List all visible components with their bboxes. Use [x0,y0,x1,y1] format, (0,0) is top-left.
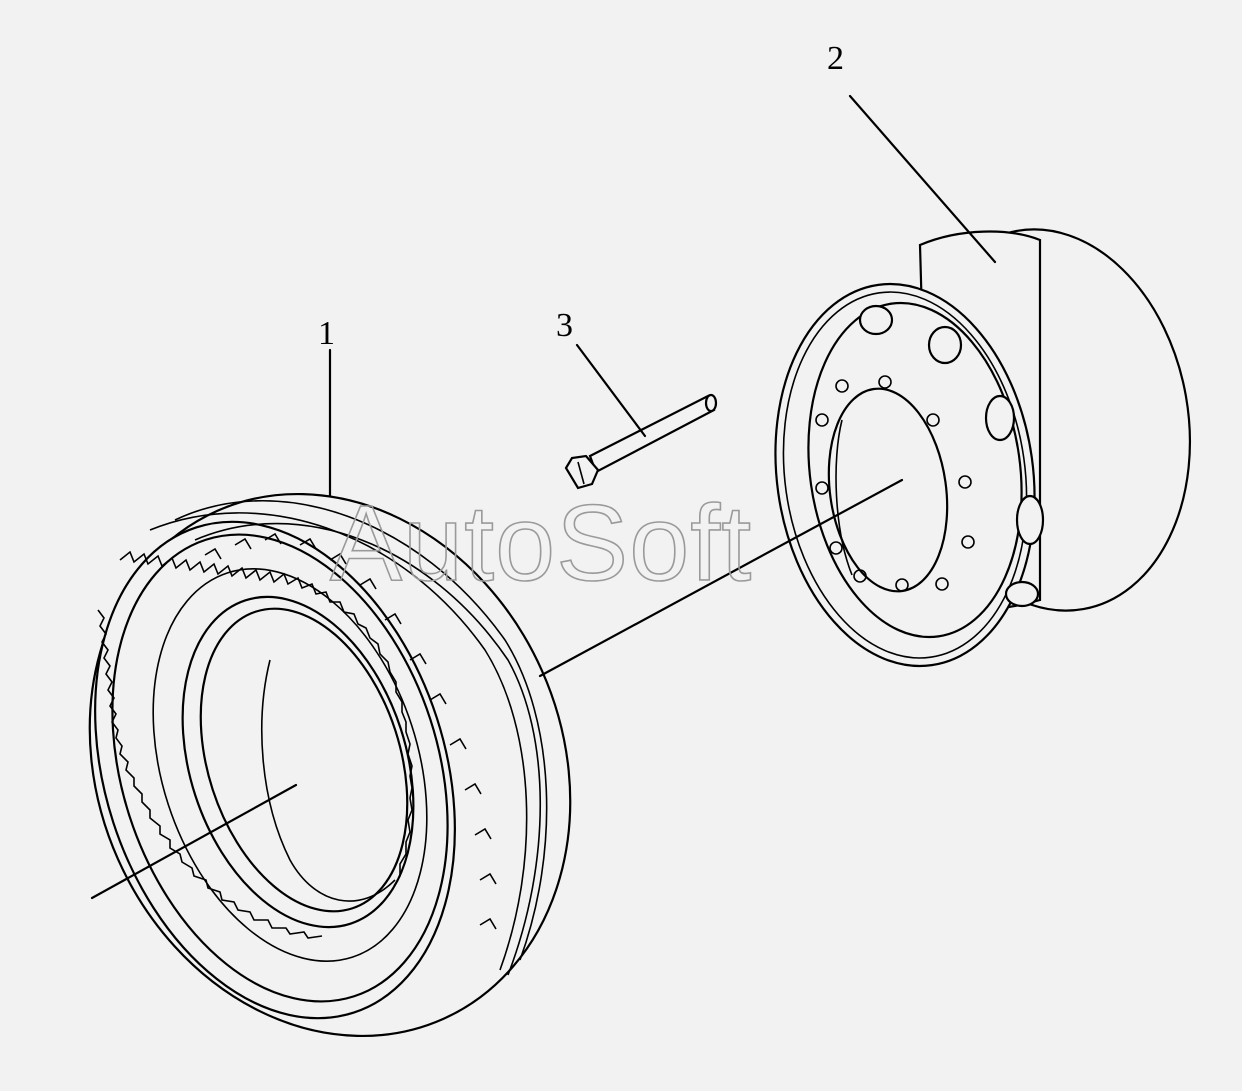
watermark-text: AutoSoft [330,482,752,603]
rim-vent-hole [1004,580,1040,608]
assembly-axis-line [90,783,298,900]
rim-bolt-hole [958,475,972,489]
tire-tread-groove [194,522,542,976]
tire-tread-markings [204,532,497,930]
tire-tread-teeth-outer [97,609,323,939]
rim-bolt-hole [829,541,843,555]
tire-sidewall-ring-2 [152,568,428,962]
leader-line-bolt [575,343,647,438]
rim-bolt-hole [853,569,867,583]
rim-front-flange-inner [782,291,1028,659]
assembly-axis-line-2 [538,478,904,678]
bolt-tip [704,393,718,413]
rim-vent-hole [927,325,963,365]
rim-bolt-hole [815,481,829,495]
wheel-rim [774,228,1192,668]
rim-vent-hole [1015,494,1045,546]
tire-tread-groove [174,500,548,961]
callout-tire: 1 [318,315,335,352]
callout-bolt: 3 [556,307,573,344]
callout-rim: 2 [827,40,844,77]
bolt-head [564,454,600,490]
tire-sidewall-ring [111,533,449,1003]
rim-bore-depth [835,419,853,576]
rim-bolt-hole [815,413,829,427]
rim-bolt-hole [926,413,940,427]
tire-tread-teeth [119,550,413,887]
rim-disc-face [807,301,1023,639]
rim-bolt-hole [878,375,892,389]
leader-line-rim [848,94,997,264]
bolt [564,393,718,490]
rim-vent-hole [984,394,1016,442]
rim-bolt-hole [961,535,975,549]
rim-vent-hole [858,304,894,336]
tire-tread-groove [149,512,528,971]
bolt-shank [588,394,716,474]
tire-bead-inner [199,607,409,913]
tire-inner-depth [261,659,396,902]
tire [88,492,572,1038]
rim-bolt-hole [835,379,849,393]
rim-bolt-hole [935,577,949,591]
rim-bolt-hole [895,578,909,592]
